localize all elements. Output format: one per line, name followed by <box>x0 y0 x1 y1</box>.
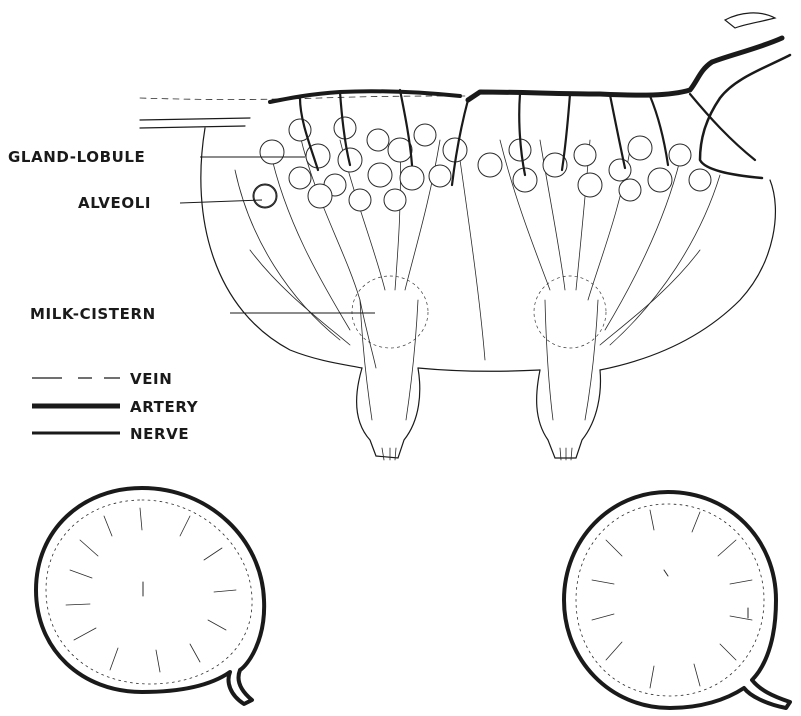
legend-nerve-label: NERVE <box>130 425 189 443</box>
leader-alveoli <box>180 200 262 203</box>
legend: VEIN ARTERY NERVE <box>32 370 199 443</box>
label-gland-lobule: GLAND-LOBULE <box>8 148 145 166</box>
nerve-main <box>700 55 790 178</box>
cross-section-left-outline <box>36 488 264 704</box>
top-right-fragment <box>725 13 775 28</box>
left-body-rim <box>140 118 250 128</box>
cross-section-right <box>564 492 790 708</box>
cross-section-right-outline <box>564 492 790 708</box>
artery-main <box>468 38 782 100</box>
label-milk-cistern: MILK-CISTERN <box>30 305 156 323</box>
teat-left <box>357 368 420 458</box>
cross-section-right-texture <box>576 504 764 696</box>
cross-section-left <box>36 488 264 704</box>
cross-section-left-texture <box>46 500 252 684</box>
legend-artery-label: ARTERY <box>130 398 199 416</box>
legend-vein-label: VEIN <box>130 370 172 388</box>
udder-section-drawing <box>140 13 790 460</box>
label-alveoli: ALVEOLI <box>78 194 151 212</box>
milk-cistern-left <box>352 276 428 348</box>
gland-lobules <box>254 117 711 211</box>
